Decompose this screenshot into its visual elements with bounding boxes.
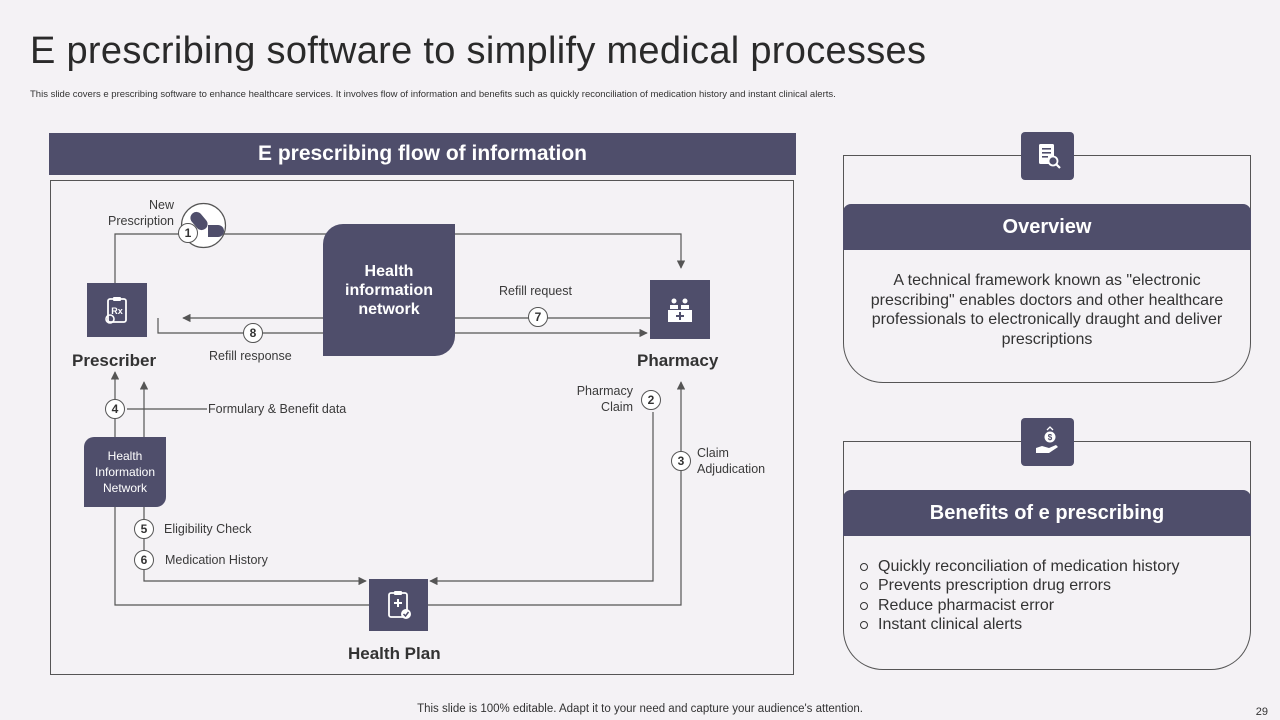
bullet-icon [860,562,868,571]
document-search-icon [1038,144,1061,169]
connector-pharmacy-claim [429,412,654,586]
health-plan-label: Health Plan [348,644,441,663]
overview-card [843,155,1251,383]
prescriber-label: Prescriber [72,351,157,370]
hin-small-node: Health Information Network [84,437,166,507]
step-label-new-prescription: New Prescription [108,198,174,228]
benefits-header: Benefits of e prescribing [843,490,1251,536]
connector-hin-to-plan [114,507,369,606]
step-label-refill-request: Refill request [499,284,572,298]
benefit-item: Prevents prescription drug errors [860,576,1179,595]
step-label-medication-history: Medication History [165,553,268,567]
pharmacy-tile [650,280,710,339]
prescriber-tile: Rx [87,283,147,337]
connector-claim-adjudication [428,381,686,606]
connector-eligibility [143,507,367,586]
step-label-formulary: Formulary & Benefit data [208,402,347,416]
step-number-2: 2 [641,390,661,410]
step-label-pharmacy-claim: Pharmacy Claim [576,384,633,414]
pharmacy-label: Pharmacy [637,351,719,370]
flow-header: E prescribing flow of information [49,133,796,175]
flow-diagram-frame [50,180,794,675]
step-number-7: 7 [528,307,548,327]
bullet-icon [860,620,868,629]
svg-text:Rx: Rx [111,306,123,316]
step-label-eligibility-check: Eligibility Check [164,522,252,536]
benefits-card [843,441,1251,670]
overview-text: A technical framework known as "electron… [870,272,1224,348]
svg-text:$: $ [1047,433,1052,442]
overview-icon-tile [1021,132,1074,180]
prescription-clipboard-icon: Rx [105,297,127,324]
slide-subtitle: This slide covers e prescribing software… [30,89,836,100]
step-number-1: 1 [178,223,198,243]
pharmacy-counter-icon [668,298,692,322]
benefits-list: Quickly reconciliation of medication his… [860,557,1179,635]
overview-header: Overview [843,204,1251,250]
benefit-item: Instant clinical alerts [860,615,1179,634]
step-number-5: 5 [134,519,154,539]
hand-money-icon: $ [1035,426,1058,453]
hin-central-node: Health information network [323,224,455,356]
benefits-icon-tile: $ [1021,418,1074,466]
benefit-item: Quickly reconciliation of medication his… [860,557,1179,576]
bullet-icon [860,601,868,610]
page-number: 29 [1255,706,1268,718]
step-label-refill-response: Refill response [209,349,292,363]
bullet-icon [860,582,868,591]
step-number-8: 8 [243,323,263,343]
slide-title: E prescribing software to simplify medic… [30,30,927,72]
medical-clipboard-icon [387,591,411,619]
slide-footer: This slide is 100% editable. Adapt it to… [417,703,863,715]
connector-refill-response [157,318,323,334]
health-plan-tile [369,579,428,631]
benefit-item: Reduce pharmacist error [860,596,1179,615]
step-number-4: 4 [105,399,125,419]
step-number-3: 3 [671,451,691,471]
step-number-6: 6 [134,550,154,570]
step-label-claim-adjudication: Claim Adjudication [697,446,766,476]
